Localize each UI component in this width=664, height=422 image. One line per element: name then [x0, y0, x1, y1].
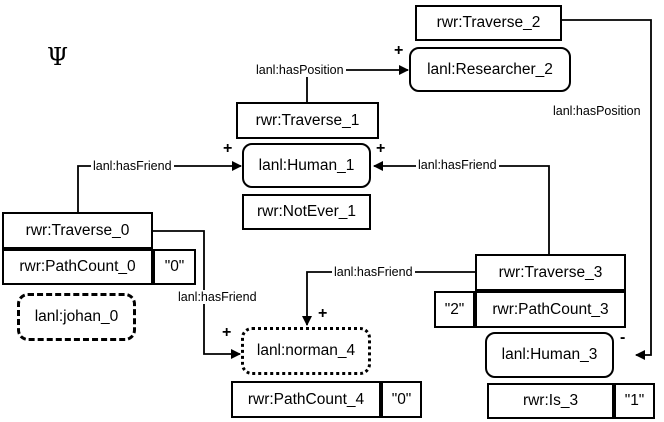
plus-sign-human1-right: +	[376, 140, 386, 157]
node-lanl-human-1: lanl:Human_1	[242, 143, 371, 188]
node-rwr-traverse-2: rwr:Traverse_2	[415, 5, 562, 41]
edge-traverse3-human1	[373, 161, 550, 255]
node-rwr-traverse-0: rwr:Traverse_0	[2, 212, 153, 249]
node-rwr-is-3: rwr:Is_3	[487, 383, 614, 419]
edge-label-hasfriend-traverse3-human1: lanl:hasFriend	[416, 158, 499, 172]
plus-sign-researcher2: +	[394, 42, 404, 59]
value-pathcount-4: "0"	[381, 381, 422, 418]
node-lanl-johan-0: lanl:johan_0	[17, 293, 136, 341]
psi-symbol: Ψ	[47, 43, 69, 71]
node-rwr-pathcount-0: rwr:PathCount_0	[2, 249, 153, 285]
edge-label-hasfriend-traverse3-norman4: lanl:hasFriend	[332, 265, 415, 279]
edge-traverse2-human3	[561, 19, 652, 360]
value-pathcount-0: "0"	[153, 249, 196, 285]
edge-label-hasfriend-traverse0-human1: lanl:hasFriend	[91, 159, 174, 173]
plus-sign-norman4-left: +	[222, 324, 232, 341]
node-lanl-norman-4: lanl:norman_4	[241, 327, 371, 375]
node-lanl-researcher-2: lanl:Researcher_2	[409, 47, 571, 92]
edge-traverse0-human1	[77, 161, 242, 212]
value-pathcount-3: "2"	[434, 291, 475, 328]
node-rwr-pathcount-3: rwr:PathCount_3	[475, 291, 626, 328]
edge-label-hasfriend-traverse0-norman4: lanl:hasFriend	[176, 290, 259, 304]
edge-label-hasposition-1: lanl:hasPosition	[254, 63, 346, 77]
edge-traverse3-norman4	[302, 271, 475, 326]
node-rwr-pathcount-4: rwr:PathCount_4	[231, 381, 381, 418]
node-lanl-human-3: lanl:Human_3	[485, 332, 614, 378]
node-rwr-traverse-1: rwr:Traverse_1	[236, 102, 379, 139]
node-rwr-traverse-3: rwr:Traverse_3	[475, 254, 626, 291]
value-is-3: "1"	[614, 383, 655, 419]
node-rwr-notever-1: rwr:NotEver_1	[242, 194, 371, 230]
plus-sign-norman4-top: +	[318, 305, 328, 322]
plus-sign-human1-left: +	[223, 140, 233, 157]
edge-label-hasposition-2: lanl:hasPosition	[551, 104, 643, 118]
minus-sign-human3: -	[620, 329, 626, 346]
